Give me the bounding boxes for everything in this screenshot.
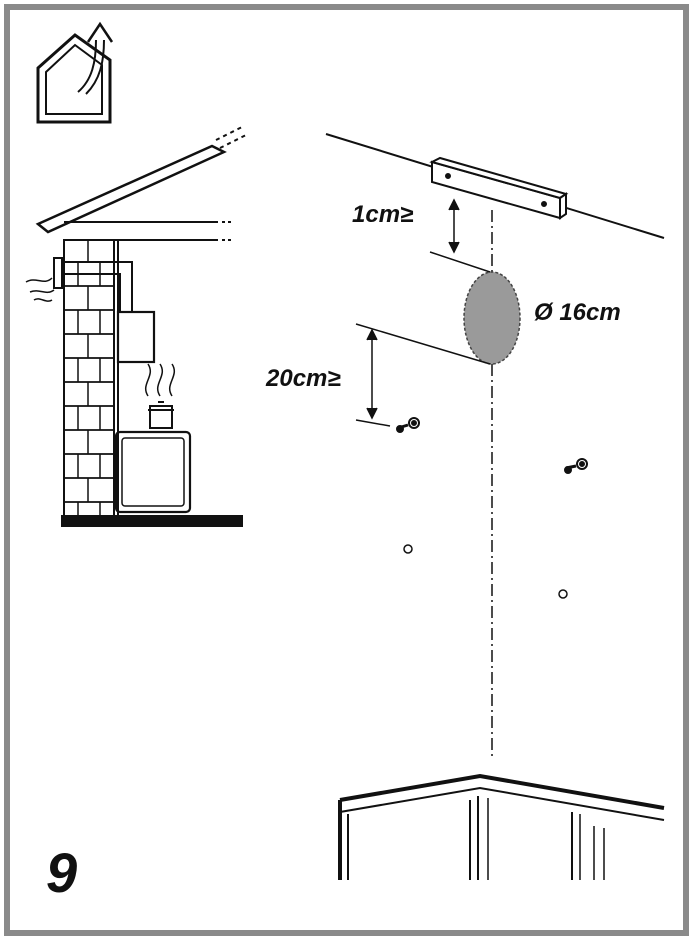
dimension-label-1cm: 1cm≥ <box>352 201 414 228</box>
drill-hole-right <box>558 589 568 599</box>
house-cross-section <box>25 125 249 527</box>
wall-cabinet <box>338 773 665 880</box>
dimension-label-20cm: 20cm≥ <box>265 365 341 392</box>
bottom-dimension <box>355 323 491 427</box>
wall-bracket <box>429 156 569 220</box>
top-dimension <box>429 198 491 273</box>
external-venting-house-icon <box>36 21 114 124</box>
exhaust-hole <box>463 271 521 365</box>
step-number: 9 <box>46 841 77 904</box>
page-frame <box>4 4 689 936</box>
hole-diameter-label: Ø 16cm <box>534 299 621 326</box>
wall-screw-right <box>564 458 588 474</box>
drill-hole-left <box>403 544 413 554</box>
wall-screw-left <box>396 417 420 433</box>
